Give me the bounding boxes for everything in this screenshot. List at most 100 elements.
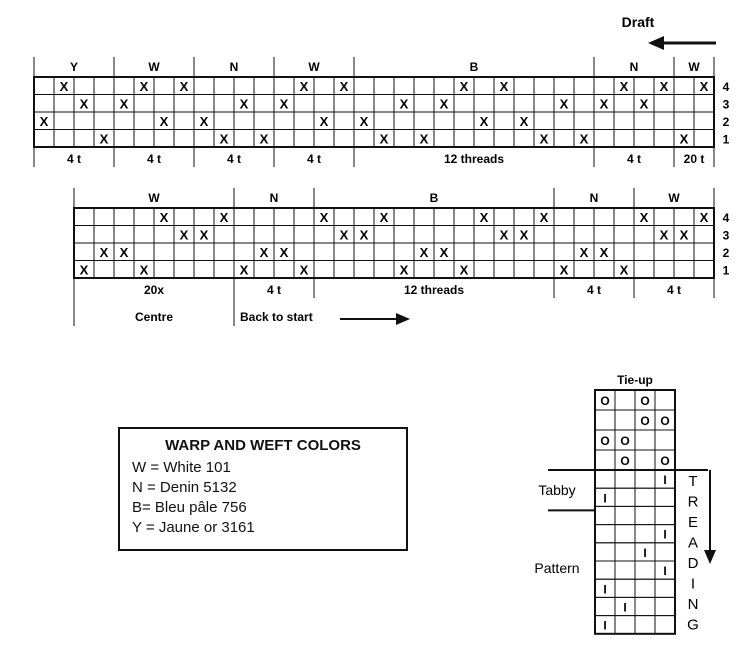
grid-cell	[313, 225, 335, 244]
grid-cell	[613, 111, 635, 130]
grid-cell	[273, 111, 295, 130]
grid-cell	[393, 207, 415, 226]
grid-cell	[133, 207, 155, 226]
grid-cell	[213, 94, 235, 113]
draft-direction-arrow	[648, 36, 716, 50]
grid-cell	[473, 260, 495, 279]
shaft-number: 1	[723, 132, 730, 146]
grid-cell	[173, 207, 195, 226]
group-count-label: 20 t	[684, 152, 705, 166]
thread-mark: X	[340, 79, 349, 94]
thread-mark: X	[420, 131, 429, 146]
thread-mark: X	[600, 245, 609, 260]
grid-cell	[493, 129, 515, 148]
group-count-label: 4 t	[667, 283, 681, 297]
grid-cell	[153, 76, 175, 95]
grid-cell	[193, 129, 215, 148]
thread-mark: X	[280, 96, 289, 111]
grid-cell	[213, 260, 235, 279]
grid-cell	[333, 129, 355, 148]
grid-cell	[533, 225, 555, 244]
grid-cell	[133, 242, 155, 261]
grid-cell	[53, 94, 75, 113]
tie-up-mark: O	[620, 434, 629, 448]
grid-cell	[253, 225, 275, 244]
grid-cell	[293, 129, 315, 148]
grid-cell	[433, 207, 455, 226]
grid-cell	[513, 76, 535, 95]
thread-mark: X	[580, 245, 589, 260]
shaft-number: 4	[723, 211, 730, 225]
grid-cell	[353, 260, 375, 279]
treadling-cell	[634, 505, 656, 526]
grid-cell	[613, 225, 635, 244]
grid-cell	[93, 94, 115, 113]
thread-mark: X	[660, 227, 669, 242]
grid-cell	[33, 94, 55, 113]
tie-up-cell	[614, 389, 636, 411]
grid-cell	[533, 94, 555, 113]
grid-cell	[233, 242, 255, 261]
grid-cell	[93, 111, 115, 130]
treadle-mark: I	[603, 619, 606, 633]
grid-cell	[633, 260, 655, 279]
legend-item: W = White 101	[132, 459, 231, 476]
group-count-label: 12 threads	[444, 152, 504, 166]
thread-mark: X	[500, 227, 509, 242]
grid-cell	[233, 76, 255, 95]
grid-cell	[153, 225, 175, 244]
thread-mark: X	[440, 96, 449, 111]
grid-cell	[593, 76, 615, 95]
shaft-number: 3	[723, 228, 730, 242]
thread-mark: X	[480, 210, 489, 225]
thread-mark: X	[80, 262, 89, 277]
treadling-cell	[614, 469, 636, 489]
grid-cell	[213, 242, 235, 261]
grid-cell	[513, 94, 535, 113]
grid-cell	[673, 260, 695, 279]
grid-cell	[393, 242, 415, 261]
treadling-cell	[594, 469, 616, 489]
tie-up-cell	[654, 429, 676, 451]
thread-mark: X	[140, 262, 149, 277]
treadling-cell	[654, 542, 676, 562]
treadling-cell	[614, 578, 636, 598]
grid-cell	[533, 76, 555, 95]
treadling-cell	[634, 578, 656, 598]
thread-mark: X	[220, 210, 229, 225]
grid-cell	[693, 242, 715, 261]
grid-cell	[493, 260, 515, 279]
grid-cell	[473, 129, 495, 148]
grid-cell	[573, 207, 595, 226]
grid-cell	[673, 242, 695, 261]
thread-mark: X	[320, 114, 329, 129]
tie-up-cell	[594, 409, 616, 431]
group-color-label: W	[688, 60, 700, 74]
grid-cell	[253, 94, 275, 113]
group-color-label: Y	[70, 60, 78, 74]
grid-cell	[293, 94, 315, 113]
grid-cell	[353, 242, 375, 261]
treadling-cell	[634, 596, 656, 617]
tie-up-mark: O	[640, 414, 649, 428]
grid-cell	[113, 129, 135, 148]
grid-cell	[253, 260, 275, 279]
grid-cell	[53, 111, 75, 130]
thread-mark: X	[100, 131, 109, 146]
grid-cell	[413, 76, 435, 95]
treadle-mark: I	[663, 564, 666, 578]
grid-cell	[33, 129, 55, 148]
treadling-cell	[594, 542, 616, 562]
treadling-cell	[594, 505, 616, 526]
group-count-label: 20x	[144, 283, 164, 297]
grid-cell	[493, 242, 515, 261]
grid-cell	[173, 111, 195, 130]
tie-up-mark: O	[600, 394, 609, 408]
thread-mark: X	[380, 210, 389, 225]
grid-cell	[173, 242, 195, 261]
grid-cell	[613, 129, 635, 148]
treadling-cell	[634, 487, 656, 507]
grid-cell	[313, 242, 335, 261]
grid-cell	[173, 129, 195, 148]
